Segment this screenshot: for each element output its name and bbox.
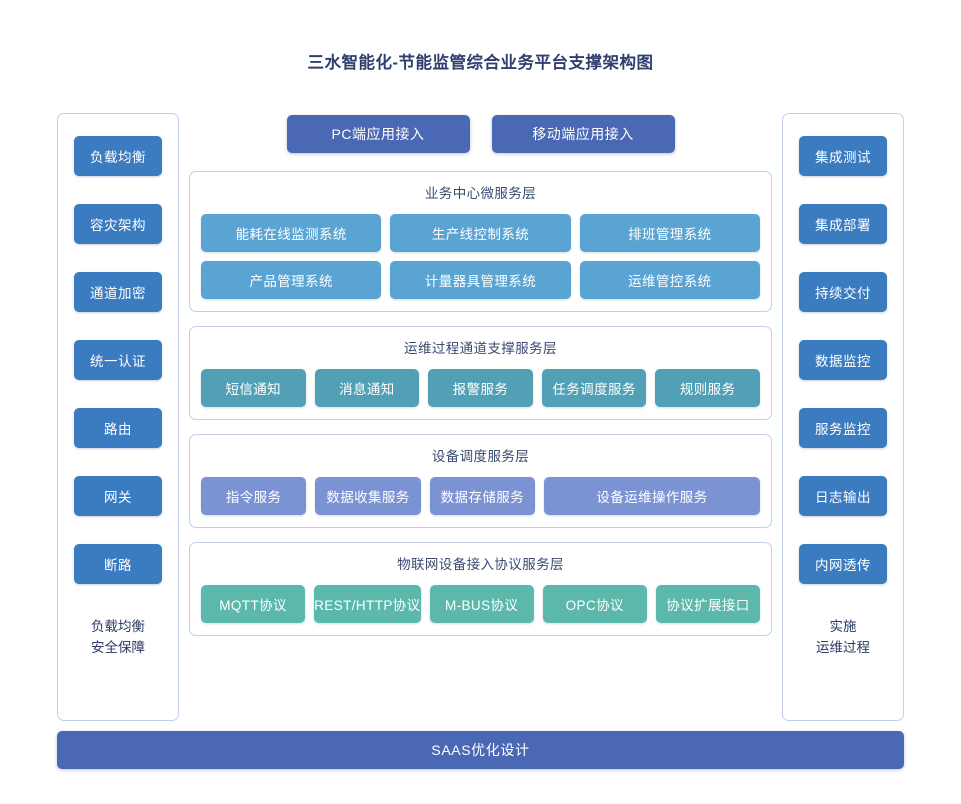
- right-panel-footer-line2: 运维过程: [816, 640, 870, 655]
- service-chip-1-1-2[interactable]: 生产线控制系统: [390, 214, 571, 252]
- service-layer-1-title: 业务中心微服务层: [424, 186, 537, 201]
- left-panel-item-3[interactable]: 通道加密: [74, 272, 162, 312]
- right-panel-item-7[interactable]: 内网透传: [799, 544, 887, 584]
- service-layer-3-row-1: 指令服务数据收集服务数据存储服务设备运维操作服务: [201, 477, 760, 515]
- right-panel-item-5[interactable]: 服务监控: [799, 408, 887, 448]
- service-chip-4-1-5[interactable]: 协议扩展接口: [655, 585, 761, 623]
- page-title: 三水智能化-节能监管综合业务平台支撑架构图: [307, 54, 654, 72]
- service-chip-4-1-4[interactable]: OPC协议: [542, 585, 647, 623]
- service-chip-4-1-3[interactable]: M-BUS协议: [429, 585, 534, 623]
- left-panel-item-7[interactable]: 断路: [74, 544, 162, 584]
- right-panel-item-2[interactable]: 集成部署: [799, 204, 887, 244]
- left-panel-item-5[interactable]: 路由: [74, 408, 162, 448]
- left-panel-footer-line1: 负载均衡: [91, 619, 145, 634]
- service-chip-1-1-3[interactable]: 排班管理系统: [579, 214, 760, 252]
- left-panel-item-1[interactable]: 负载均衡: [74, 136, 162, 176]
- right-panel-item-3[interactable]: 持续交付: [799, 272, 887, 312]
- service-layer-2-title: 运维过程通道支撑服务层: [404, 341, 557, 356]
- service-layers: 业务中心微服务层能耗在线监测系统生产线控制系统排班管理系统产品管理系统计量器具管…: [189, 171, 772, 650]
- service-chip-4-1-1[interactable]: MQTT协议: [201, 585, 306, 623]
- service-chip-2-1-5[interactable]: 规则服务: [655, 369, 760, 407]
- application-access-row: PC端应用接入移动端应用接入: [189, 113, 772, 153]
- right-panel-item-6[interactable]: 日志输出: [799, 476, 887, 516]
- service-chip-2-1-3[interactable]: 报警服务: [428, 369, 533, 407]
- service-layer-3-title: 设备调度服务层: [431, 449, 530, 464]
- left-panel-item-2[interactable]: 容灾架构: [74, 204, 162, 244]
- service-layer-1-row-2: 产品管理系统计量器具管理系统运维管控系统: [201, 261, 760, 299]
- left-panel-footer-line2: 安全保障: [91, 640, 145, 655]
- access-button-2[interactable]: 移动端应用接入: [491, 115, 675, 153]
- service-layer-2-row-1: 短信通知消息通知报警服务任务调度服务规则服务: [201, 369, 760, 407]
- service-layer-1: 业务中心微服务层能耗在线监测系统生产线控制系统排班管理系统产品管理系统计量器具管…: [189, 171, 772, 312]
- service-chip-3-1-2[interactable]: 数据收集服务: [315, 477, 421, 515]
- right-panel-footer: 实施 运维过程: [816, 616, 870, 658]
- service-chip-2-1-4[interactable]: 任务调度服务: [541, 369, 647, 407]
- service-layer-1-row-1: 能耗在线监测系统生产线控制系统排班管理系统: [201, 214, 760, 252]
- service-chip-1-2-2[interactable]: 计量器具管理系统: [390, 261, 571, 299]
- left-support-panel: 负载均衡容灾架构通道加密统一认证路由网关断路 负载均衡 安全保障: [57, 113, 179, 721]
- access-button-1[interactable]: PC端应用接入: [286, 115, 470, 153]
- service-chip-2-1-2[interactable]: 消息通知: [314, 369, 420, 407]
- service-chip-3-1-4[interactable]: 设备运维操作服务: [544, 477, 760, 515]
- service-layer-2: 运维过程通道支撑服务层短信通知消息通知报警服务任务调度服务规则服务: [189, 326, 772, 420]
- right-panel-item-1[interactable]: 集成测试: [799, 136, 887, 176]
- service-chip-3-1-1[interactable]: 指令服务: [201, 477, 307, 515]
- service-layer-4-title: 物联网设备接入协议服务层: [397, 557, 564, 572]
- service-chip-1-2-3[interactable]: 运维管控系统: [579, 261, 760, 299]
- service-chip-2-1-1[interactable]: 短信通知: [201, 369, 306, 407]
- left-panel-item-4[interactable]: 统一认证: [74, 340, 162, 380]
- right-panel-item-4[interactable]: 数据监控: [799, 340, 887, 380]
- right-panel-footer-line1: 实施: [829, 619, 857, 634]
- saas-optimization-bar[interactable]: SAAS优化设计: [57, 731, 904, 769]
- service-chip-3-1-3[interactable]: 数据存储服务: [429, 477, 536, 515]
- left-panel-item-6[interactable]: 网关: [74, 476, 162, 516]
- service-chip-4-1-2[interactable]: REST/HTTP协议: [314, 585, 421, 623]
- right-devops-panel: 集成测试集成部署持续交付数据监控服务监控日志输出内网透传 实施 运维过程: [782, 113, 904, 721]
- service-chip-1-1-1[interactable]: 能耗在线监测系统: [201, 214, 382, 252]
- diagram-body: 负载均衡容灾架构通道加密统一认证路由网关断路 负载均衡 安全保障 PC端应用接入…: [57, 113, 904, 721]
- service-chip-1-2-1[interactable]: 产品管理系统: [201, 261, 382, 299]
- center-column: PC端应用接入移动端应用接入 业务中心微服务层能耗在线监测系统生产线控制系统排班…: [189, 113, 772, 721]
- left-panel-footer: 负载均衡 安全保障: [91, 616, 145, 658]
- service-layer-3: 设备调度服务层指令服务数据收集服务数据存储服务设备运维操作服务: [189, 434, 772, 528]
